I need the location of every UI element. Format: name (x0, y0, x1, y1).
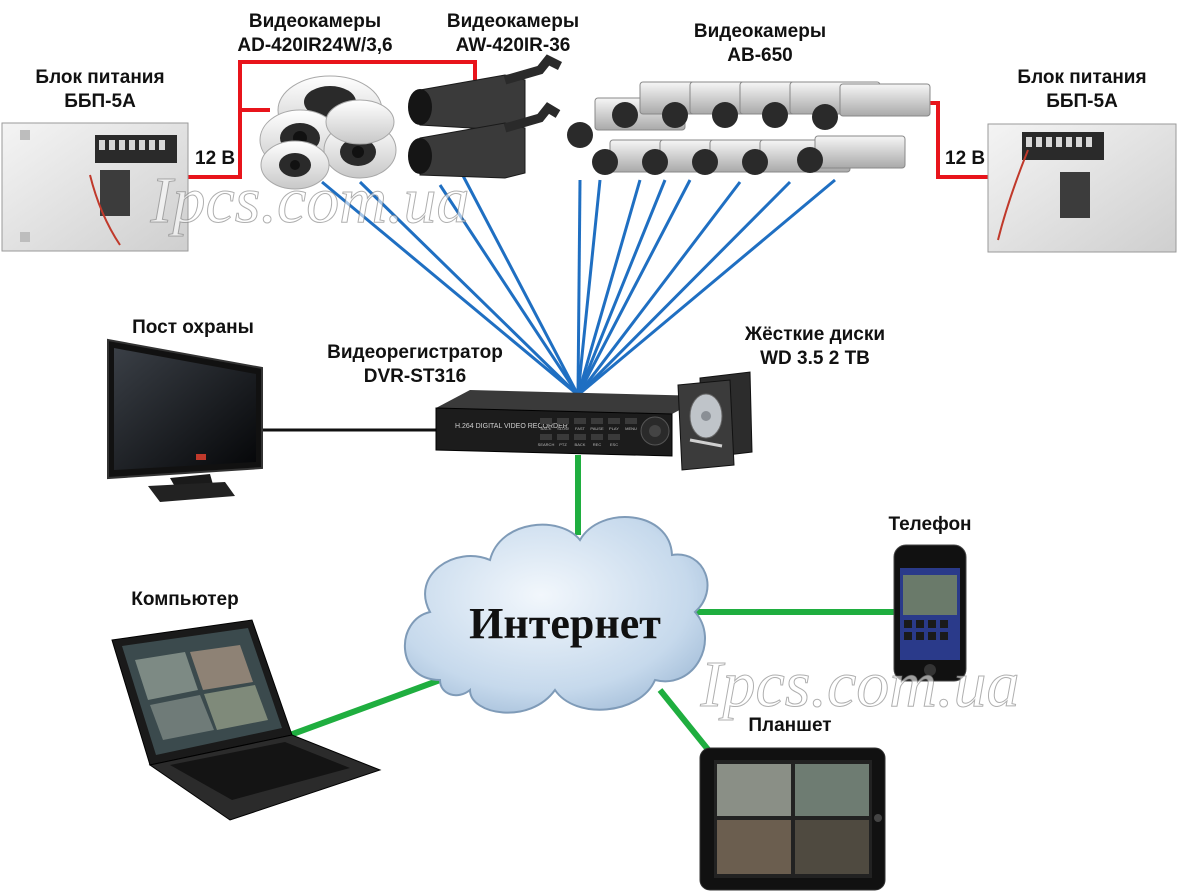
internet-cloud (404, 516, 709, 714)
label-dvr-line2: DVR-ST316 (363, 366, 467, 387)
label-dvr-line1: Видеорегистратор (327, 342, 503, 363)
dvr-key (540, 418, 552, 424)
dvr-key-label: BACK (541, 426, 552, 431)
dvr-key-label: PAUSE (590, 426, 604, 431)
network-links (288, 455, 900, 754)
dvr-key (557, 434, 569, 440)
label-cam-dome-line2: AD-420IR24W/3,6 (237, 35, 393, 56)
label-cam-bullet-line2: AW-420IR-36 (455, 35, 571, 56)
dvr-key (574, 418, 586, 424)
tablet (699, 747, 886, 891)
dome-cameras (259, 75, 397, 190)
power-supply-left (1, 122, 189, 252)
label-cam-box: Видеокамеры AB-650 (665, 20, 855, 68)
dvr-key (608, 434, 620, 440)
label-psu-left-line2: ББП-5А (64, 91, 136, 112)
dvr-key (540, 434, 552, 440)
security-monitor (107, 338, 263, 502)
dvr-brand-text: H.264 DIGITAL VIDEO RECORDER (455, 423, 568, 430)
dvr-key-label: REC (593, 442, 602, 447)
bullet-cameras (408, 54, 563, 179)
label-hdd-line1: Жёсткие диски (744, 324, 886, 345)
label-cam-dome-line1: Видеокамеры (248, 11, 382, 32)
label-psu-right: Блок питания ББП-5А (990, 66, 1174, 114)
watermark-top: Ipcs.com.ua (150, 164, 470, 237)
label-cam-bullet-line1: Видеокамеры (446, 11, 580, 32)
dvr-key (591, 434, 603, 440)
label-dvr: Видеорегистратор DVR-ST316 (300, 341, 530, 389)
voltage-label-right: 12 В (945, 148, 985, 169)
label-psu-right-line2: ББП-5А (1046, 91, 1118, 112)
smartphone (893, 544, 967, 682)
power-supply-right (987, 123, 1177, 253)
watermark-bottom: Ipcs.com.ua (700, 648, 1020, 721)
label-cam-dome: Видеокамеры AD-420IR24W/3,6 (215, 10, 415, 58)
dvr-key-label: MENU (625, 426, 637, 431)
label-psu-left-line1: Блок питания (35, 67, 165, 88)
label-monitor: Пост охраны (132, 317, 254, 338)
label-cam-bullet: Видеокамеры AW-420IR-36 (418, 10, 608, 58)
box-cameras (567, 81, 931, 175)
dvr-key (574, 434, 586, 440)
dvr-key (625, 418, 637, 424)
label-phone: Телефон (888, 514, 972, 535)
dvr-key-label: BACK (575, 442, 586, 447)
dvr-key-group: BACK SLOW FAST PAUSE PLAY MENU SEARCH PTZ BACK RE… (538, 418, 637, 447)
internet-label: Интернет (469, 599, 661, 648)
dvr-key (608, 418, 620, 424)
dvr-key (557, 418, 569, 424)
voltage-label-left: 12 В (195, 148, 235, 169)
dvr-key-label: PLAY (609, 426, 619, 431)
dvr-key (591, 418, 603, 424)
label-psu-left: Блок питания ББП-5А (10, 66, 190, 114)
label-cam-box-line1: Видеокамеры (693, 21, 827, 42)
label-hdd: Жёсткие диски WD 3.5 2 TB (725, 323, 905, 371)
power-wires-left (188, 60, 477, 179)
dvr-key-label: ESC (610, 442, 618, 447)
label-psu-right-line1: Блок питания (1017, 67, 1147, 88)
dvr-key-label: PTZ (559, 442, 567, 447)
hard-disks (677, 371, 753, 471)
label-tablet: Планшет (748, 715, 832, 736)
dvr-device: H.264 DIGITAL VIDEO RECORDER BACK SLOW FAS… (435, 390, 706, 457)
label-hdd-line2: WD 3.5 2 TB (760, 348, 870, 369)
label-cam-box-line2: AB-650 (727, 45, 793, 66)
laptop (111, 619, 382, 821)
dvr-key-label: FAST (575, 426, 586, 431)
dvr-key-label: SEARCH (538, 442, 555, 447)
video-cables (321, 169, 836, 397)
label-computer: Компьютер (131, 589, 239, 610)
dvr-key-label: SLOW (557, 426, 569, 431)
